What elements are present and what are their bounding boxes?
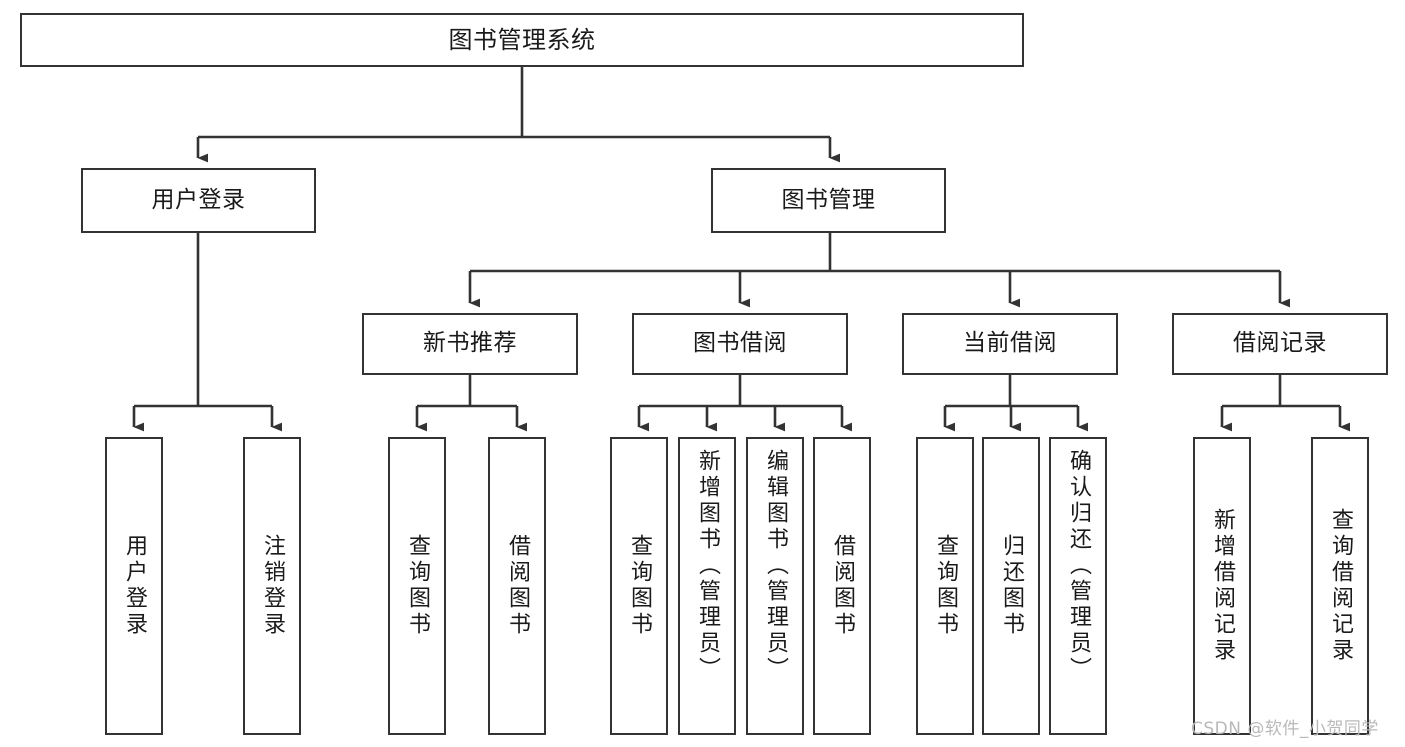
node-label: 用户登录 bbox=[151, 186, 246, 213]
node-label: 查询图书 bbox=[933, 534, 958, 638]
leaf-new-book-query-book[interactable]: 查询图书 bbox=[388, 437, 446, 735]
node-label: 查询图书 bbox=[405, 534, 430, 638]
node-label: 新书推荐 bbox=[423, 330, 517, 357]
leaf-current-borrow-return-book[interactable]: 归还图书 bbox=[982, 437, 1040, 735]
node-label: 图书管理 bbox=[781, 186, 876, 213]
node-label: 图书借阅 bbox=[693, 330, 787, 357]
node-label: 当前借阅 bbox=[963, 330, 1057, 357]
node-label: 注销登录 bbox=[260, 534, 285, 638]
leaf-new-book-borrow-book[interactable]: 借阅图书 bbox=[488, 437, 546, 735]
node-current-borrow[interactable]: 当前借阅 bbox=[902, 313, 1118, 375]
node-user-login[interactable]: 用户登录 bbox=[81, 168, 316, 233]
node-borrow-records[interactable]: 借阅记录 bbox=[1172, 313, 1388, 375]
leaf-current-borrow-confirm-return-admin[interactable]: 确认归还（管理员） bbox=[1049, 437, 1107, 735]
node-book-management[interactable]: 图书管理 bbox=[711, 168, 946, 233]
node-root-system[interactable]: 图书管理系统 bbox=[20, 13, 1024, 67]
leaf-borrow-records-query-record[interactable]: 查询借阅记录 bbox=[1311, 437, 1369, 735]
node-label: 编辑图书（管理员） bbox=[763, 449, 788, 683]
leaf-current-borrow-query-book[interactable]: 查询图书 bbox=[916, 437, 974, 735]
csdn-watermark: CSDN @软件_小贺同学 bbox=[1191, 719, 1379, 739]
node-label: 用户登录 bbox=[122, 534, 147, 638]
node-label: 新增图书（管理员） bbox=[695, 449, 720, 683]
node-label: 新增借阅记录 bbox=[1210, 508, 1235, 664]
node-label: 借阅图书 bbox=[830, 534, 855, 638]
leaf-borrow-records-add-record[interactable]: 新增借阅记录 bbox=[1193, 437, 1251, 735]
leaf-book-borrow-add-book-admin[interactable]: 新增图书（管理员） bbox=[678, 437, 736, 735]
leaf-book-borrow-borrow-book[interactable]: 借阅图书 bbox=[813, 437, 871, 735]
leaf-book-borrow-query-book[interactable]: 查询图书 bbox=[610, 437, 668, 735]
node-book-borrow[interactable]: 图书借阅 bbox=[632, 313, 848, 375]
leaf-book-borrow-edit-book-admin[interactable]: 编辑图书（管理员） bbox=[746, 437, 804, 735]
node-label: 确认归还（管理员） bbox=[1066, 449, 1091, 683]
node-label: 归还图书 bbox=[999, 534, 1024, 638]
node-label: 借阅图书 bbox=[505, 534, 530, 638]
node-label: 查询借阅记录 bbox=[1328, 508, 1353, 664]
node-label: 图书管理系统 bbox=[448, 25, 596, 54]
node-label: 查询图书 bbox=[627, 534, 652, 638]
leaf-user-login-login[interactable]: 用户登录 bbox=[105, 437, 163, 735]
node-new-book-recommend[interactable]: 新书推荐 bbox=[362, 313, 578, 375]
node-label: 借阅记录 bbox=[1233, 330, 1327, 357]
leaf-user-login-logout[interactable]: 注销登录 bbox=[243, 437, 301, 735]
